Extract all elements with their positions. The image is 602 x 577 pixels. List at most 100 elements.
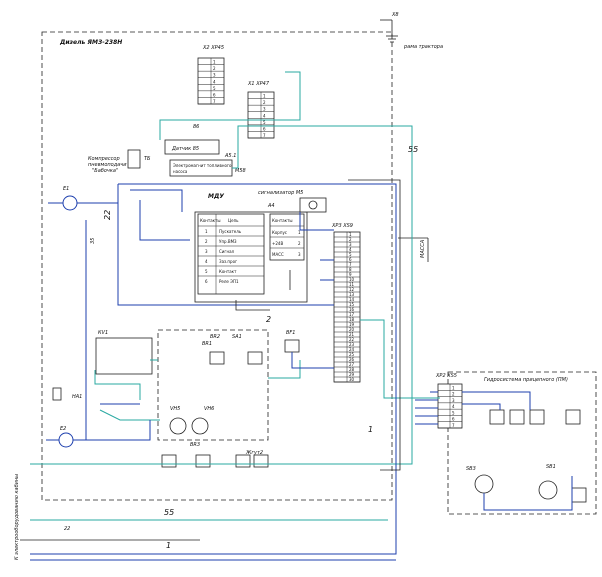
x6-row: 5 xyxy=(452,410,455,415)
a4-row-circuit: Заз.прог xyxy=(219,259,237,264)
x3-row: 10 xyxy=(349,277,355,282)
ground-top: Х8 рама трактора xyxy=(380,12,443,50)
x6-row: 2 xyxy=(452,392,455,397)
hydro-enclosure xyxy=(447,371,597,515)
a4-row-num: 3 xyxy=(205,249,208,254)
svg-text:VH5: VH5 xyxy=(170,406,180,412)
x3-row: 28 xyxy=(349,367,355,372)
wire-1b-label: 1 xyxy=(166,541,171,550)
x3-row: 26 xyxy=(349,357,355,362)
a4-row-circuit: Сигнал xyxy=(219,249,235,254)
svg-text:МАССА: МАССА xyxy=(420,239,426,258)
x1-row: 1 xyxy=(263,94,266,99)
svg-text:Компрессор: Компрессор xyxy=(88,156,120,162)
x3-row: 5 xyxy=(349,252,352,257)
wire-1-label: 1 xyxy=(368,425,373,434)
hydro-device xyxy=(489,409,505,425)
wire-55b-label: 55 xyxy=(164,508,174,517)
x3-row: 25 xyxy=(349,352,355,357)
x3-connector: ХР3 ХS9 12345678910111213141516171819202… xyxy=(331,223,361,383)
x3-row: 4 xyxy=(349,247,352,252)
svg-text:Х2 ХР45: Х2 ХР45 xyxy=(202,45,224,51)
x6-row: 4 xyxy=(452,404,455,409)
x1-row: 2 xyxy=(263,100,266,105)
wire-2-label: 2 xyxy=(266,315,271,324)
x3-row: 20 xyxy=(349,327,355,332)
x1-row: 6 xyxy=(263,126,266,131)
a4-row-num: 2 xyxy=(205,239,208,244)
engine-label: Дизель ЯМЗ-238Н xyxy=(59,39,122,46)
x1-connector: Х1 ХР47 12 34 56 7 xyxy=(247,81,275,139)
x6-row: 3 xyxy=(452,398,455,403)
x3-row: 7 xyxy=(349,262,352,267)
alarm-device xyxy=(299,197,327,213)
x1-row: 7 xyxy=(263,133,266,138)
svg-text:Е1: Е1 xyxy=(63,186,69,192)
x3-row: 16 xyxy=(349,307,355,312)
a4-right-num: 1 xyxy=(298,230,301,235)
wire-22v-label: 22 xyxy=(103,210,112,220)
a4-row-num: 5 xyxy=(205,269,208,274)
svg-text:ВR3: ВR3 xyxy=(190,442,200,448)
x3-row: 30 xyxy=(349,377,355,382)
sensor-box-small xyxy=(235,454,251,468)
x6-row: 7 xyxy=(452,423,455,428)
hydro-label: Гидросистема прицепного (ПМ) xyxy=(484,377,568,383)
ha1-horn: HA1 xyxy=(52,387,82,401)
x1-row: 3 xyxy=(263,107,266,112)
x3-row: 15 xyxy=(349,302,355,307)
sensor-cluster xyxy=(157,329,269,441)
x3-row: 12 xyxy=(349,287,355,292)
x3-row: 18 xyxy=(349,317,355,322)
a4-head-mid: Цепь xyxy=(228,218,239,223)
bf1-label: ВF1 xyxy=(286,330,296,336)
a4-right-circuit: МАСС xyxy=(272,252,284,257)
svg-text:ТБ: ТБ xyxy=(144,156,151,162)
hydro-motor-b xyxy=(538,480,558,500)
a4-row-circuit: Упр.ВМ3 xyxy=(219,239,237,244)
x2-row: 1 xyxy=(213,60,216,65)
svg-text:Х8: Х8 xyxy=(391,12,399,18)
a4-label: А4 xyxy=(267,203,275,209)
mass-ground: МАССА xyxy=(398,237,429,262)
x3-row: 3 xyxy=(349,242,352,247)
x3-row: 13 xyxy=(349,292,355,297)
a4-row-circuit: Контакт xyxy=(219,269,237,274)
x2-row: 7 xyxy=(213,99,216,104)
x2-row: 5 xyxy=(213,86,216,91)
a4-row-circuit: Реле ЭП1 xyxy=(219,279,239,284)
pump-code: М58 xyxy=(235,168,246,174)
sensor-id: 86 xyxy=(193,124,199,130)
svg-text:пневмоподачи: пневмоподачи xyxy=(88,162,127,168)
x2-row: 6 xyxy=(213,92,216,97)
x3-row: 19 xyxy=(349,322,355,327)
e2-motor: Е2 xyxy=(46,426,74,448)
svg-text:VH6: VH6 xyxy=(204,406,214,412)
x2-row: 3 xyxy=(213,73,216,78)
svg-text:Х1 ХР47: Х1 ХР47 xyxy=(247,81,270,87)
x3-row: 17 xyxy=(349,312,355,317)
sensor-label: Датчик 85 xyxy=(171,146,199,152)
x3-row: 11 xyxy=(349,282,355,287)
a4-row-num: 4 xyxy=(205,259,208,264)
wire-55-label: 55 xyxy=(408,145,418,154)
e1-motor: Е1 xyxy=(48,186,118,211)
x1-row: 5 xyxy=(263,120,266,125)
x3-row: 9 xyxy=(349,272,352,277)
x3-row: 6 xyxy=(349,257,352,262)
sa-label: SA1 xyxy=(232,334,242,340)
x3-row: 29 xyxy=(349,372,355,377)
x3-row: 8 xyxy=(349,267,352,272)
x6-row: 1 xyxy=(452,385,455,390)
x3-row: 2 xyxy=(349,237,352,242)
x1-row: 4 xyxy=(263,113,266,118)
wire-22-label: 22 xyxy=(64,526,70,532)
hydro-motor-a xyxy=(474,474,494,494)
kv-label: КV1 xyxy=(98,330,108,336)
x3-row: 27 xyxy=(349,362,355,367)
harness-label: Жгут2 xyxy=(245,450,263,456)
hydro-device xyxy=(571,487,587,503)
